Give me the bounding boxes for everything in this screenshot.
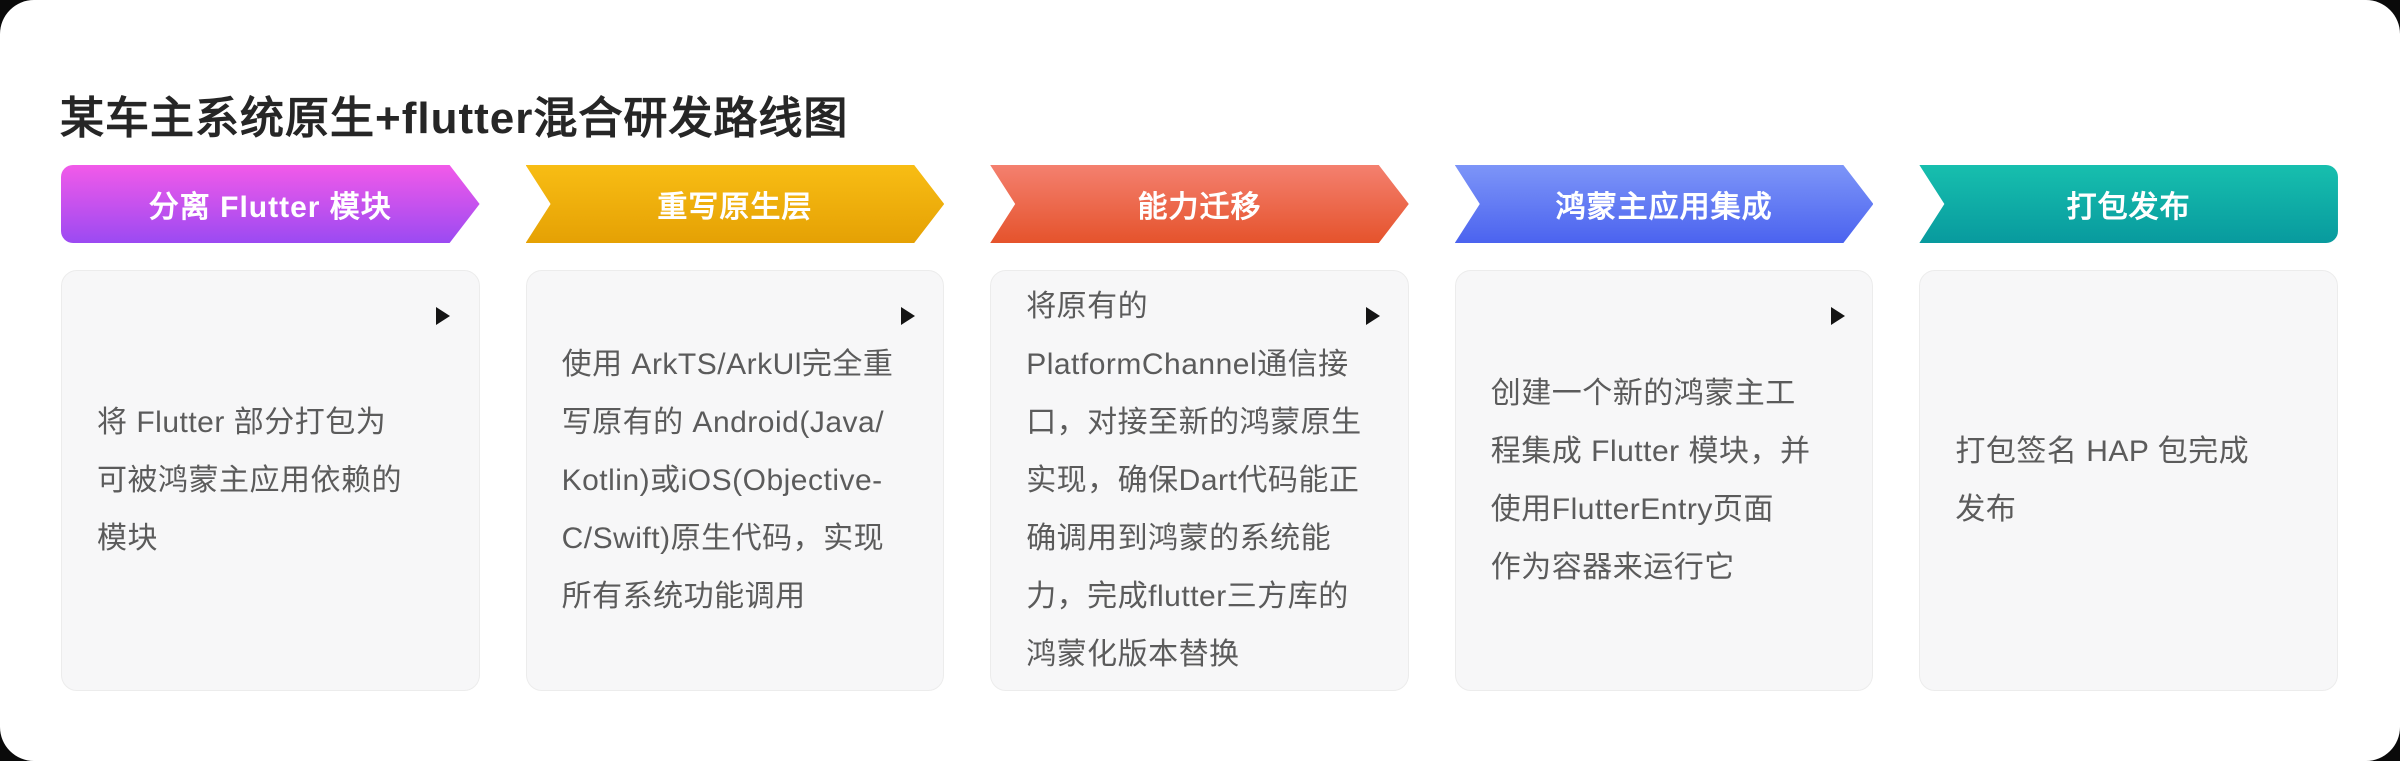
stage-column-4: 鸿蒙主应用集成 创建一个新的鸿蒙主工 程集成 Flutter 模块，并 使用Fl… [1454, 165, 1874, 691]
stage-banner-5: 打包发布 [1919, 165, 2338, 243]
flow-arrow-icon [1366, 307, 1380, 325]
stage-column-1: 分离 Flutter 模块 将 Flutter 部分打包为 可被鸿蒙主应用依赖的… [61, 165, 480, 691]
flow-arrow-icon [901, 307, 915, 325]
stage-column-3: 能力迁移 将原有的 PlatformChannel通信接 口，对接至新的鸿蒙原生… [990, 165, 1409, 691]
stage-card-1: 将 Flutter 部分打包为 可被鸿蒙主应用依赖的 模块 [61, 270, 480, 691]
stage-column-2: 重写原生层 使用 ArkTS/ArkUl完全重 写原有的 Android(Jav… [525, 165, 945, 691]
stage-banner-shape: 打包发布 [1919, 165, 2338, 243]
stage-banner-3: 能力迁移 [990, 165, 1409, 243]
stage-banner-2: 重写原生层 [526, 165, 945, 243]
stage-card-4: 创建一个新的鸿蒙主工 程集成 Flutter 模块，并 使用FlutterEnt… [1454, 270, 1874, 691]
stage-description: 将原有的 PlatformChannel通信接 口，对接至新的鸿蒙原生 实现，确… [1026, 289, 1362, 671]
flow-arrow-icon [436, 307, 450, 325]
stage-label: 鸿蒙主应用集成 [1555, 191, 1773, 224]
stage-banner-1: 分离 Flutter 模块 [61, 165, 480, 243]
stage-description: 打包签名 HAP 包完成 发布 [1955, 434, 2250, 526]
stage-banner-shape: 分离 Flutter 模块 [61, 165, 480, 243]
stage-column-5: 打包发布 打包签名 HAP 包完成 发布 [1919, 165, 2338, 691]
flow-arrow-icon [1831, 307, 1845, 325]
stage-description: 使用 ArkTS/ArkUl完全重 写原有的 Android(Java/ Kot… [561, 347, 894, 613]
stage-banner-shape: 能力迁移 [990, 165, 1409, 243]
stage-label: 重写原生层 [657, 191, 813, 224]
stage-label: 能力迁移 [1137, 191, 1262, 224]
stage-description: 创建一个新的鸿蒙主工 程集成 Flutter 模块，并 使用FlutterEnt… [1490, 376, 1811, 584]
stage-card-2: 使用 ArkTS/ArkUl完全重 写原有的 Android(Java/ Kot… [525, 270, 945, 691]
page-title: 某车主系统原生+flutter混合研发路线图 [60, 94, 849, 144]
stage-banner-shape: 重写原生层 [526, 165, 945, 243]
stage-banner-4: 鸿蒙主应用集成 [1455, 165, 1874, 243]
stage-label: 打包发布 [2066, 191, 2191, 224]
stage-description: 将 Flutter 部分打包为 可被鸿蒙主应用依赖的 模块 [97, 405, 402, 555]
stage-card-3: 将原有的 PlatformChannel通信接 口，对接至新的鸿蒙原生 实现，确… [990, 270, 1409, 691]
stage-banner-shape: 鸿蒙主应用集成 [1455, 165, 1874, 243]
stage-label: 分离 Flutter 模块 [148, 191, 392, 224]
stage-card-5: 打包签名 HAP 包完成 发布 [1919, 270, 2338, 691]
roadmap-flow: 分离 Flutter 模块 将 Flutter 部分打包为 可被鸿蒙主应用依赖的… [61, 165, 2338, 691]
